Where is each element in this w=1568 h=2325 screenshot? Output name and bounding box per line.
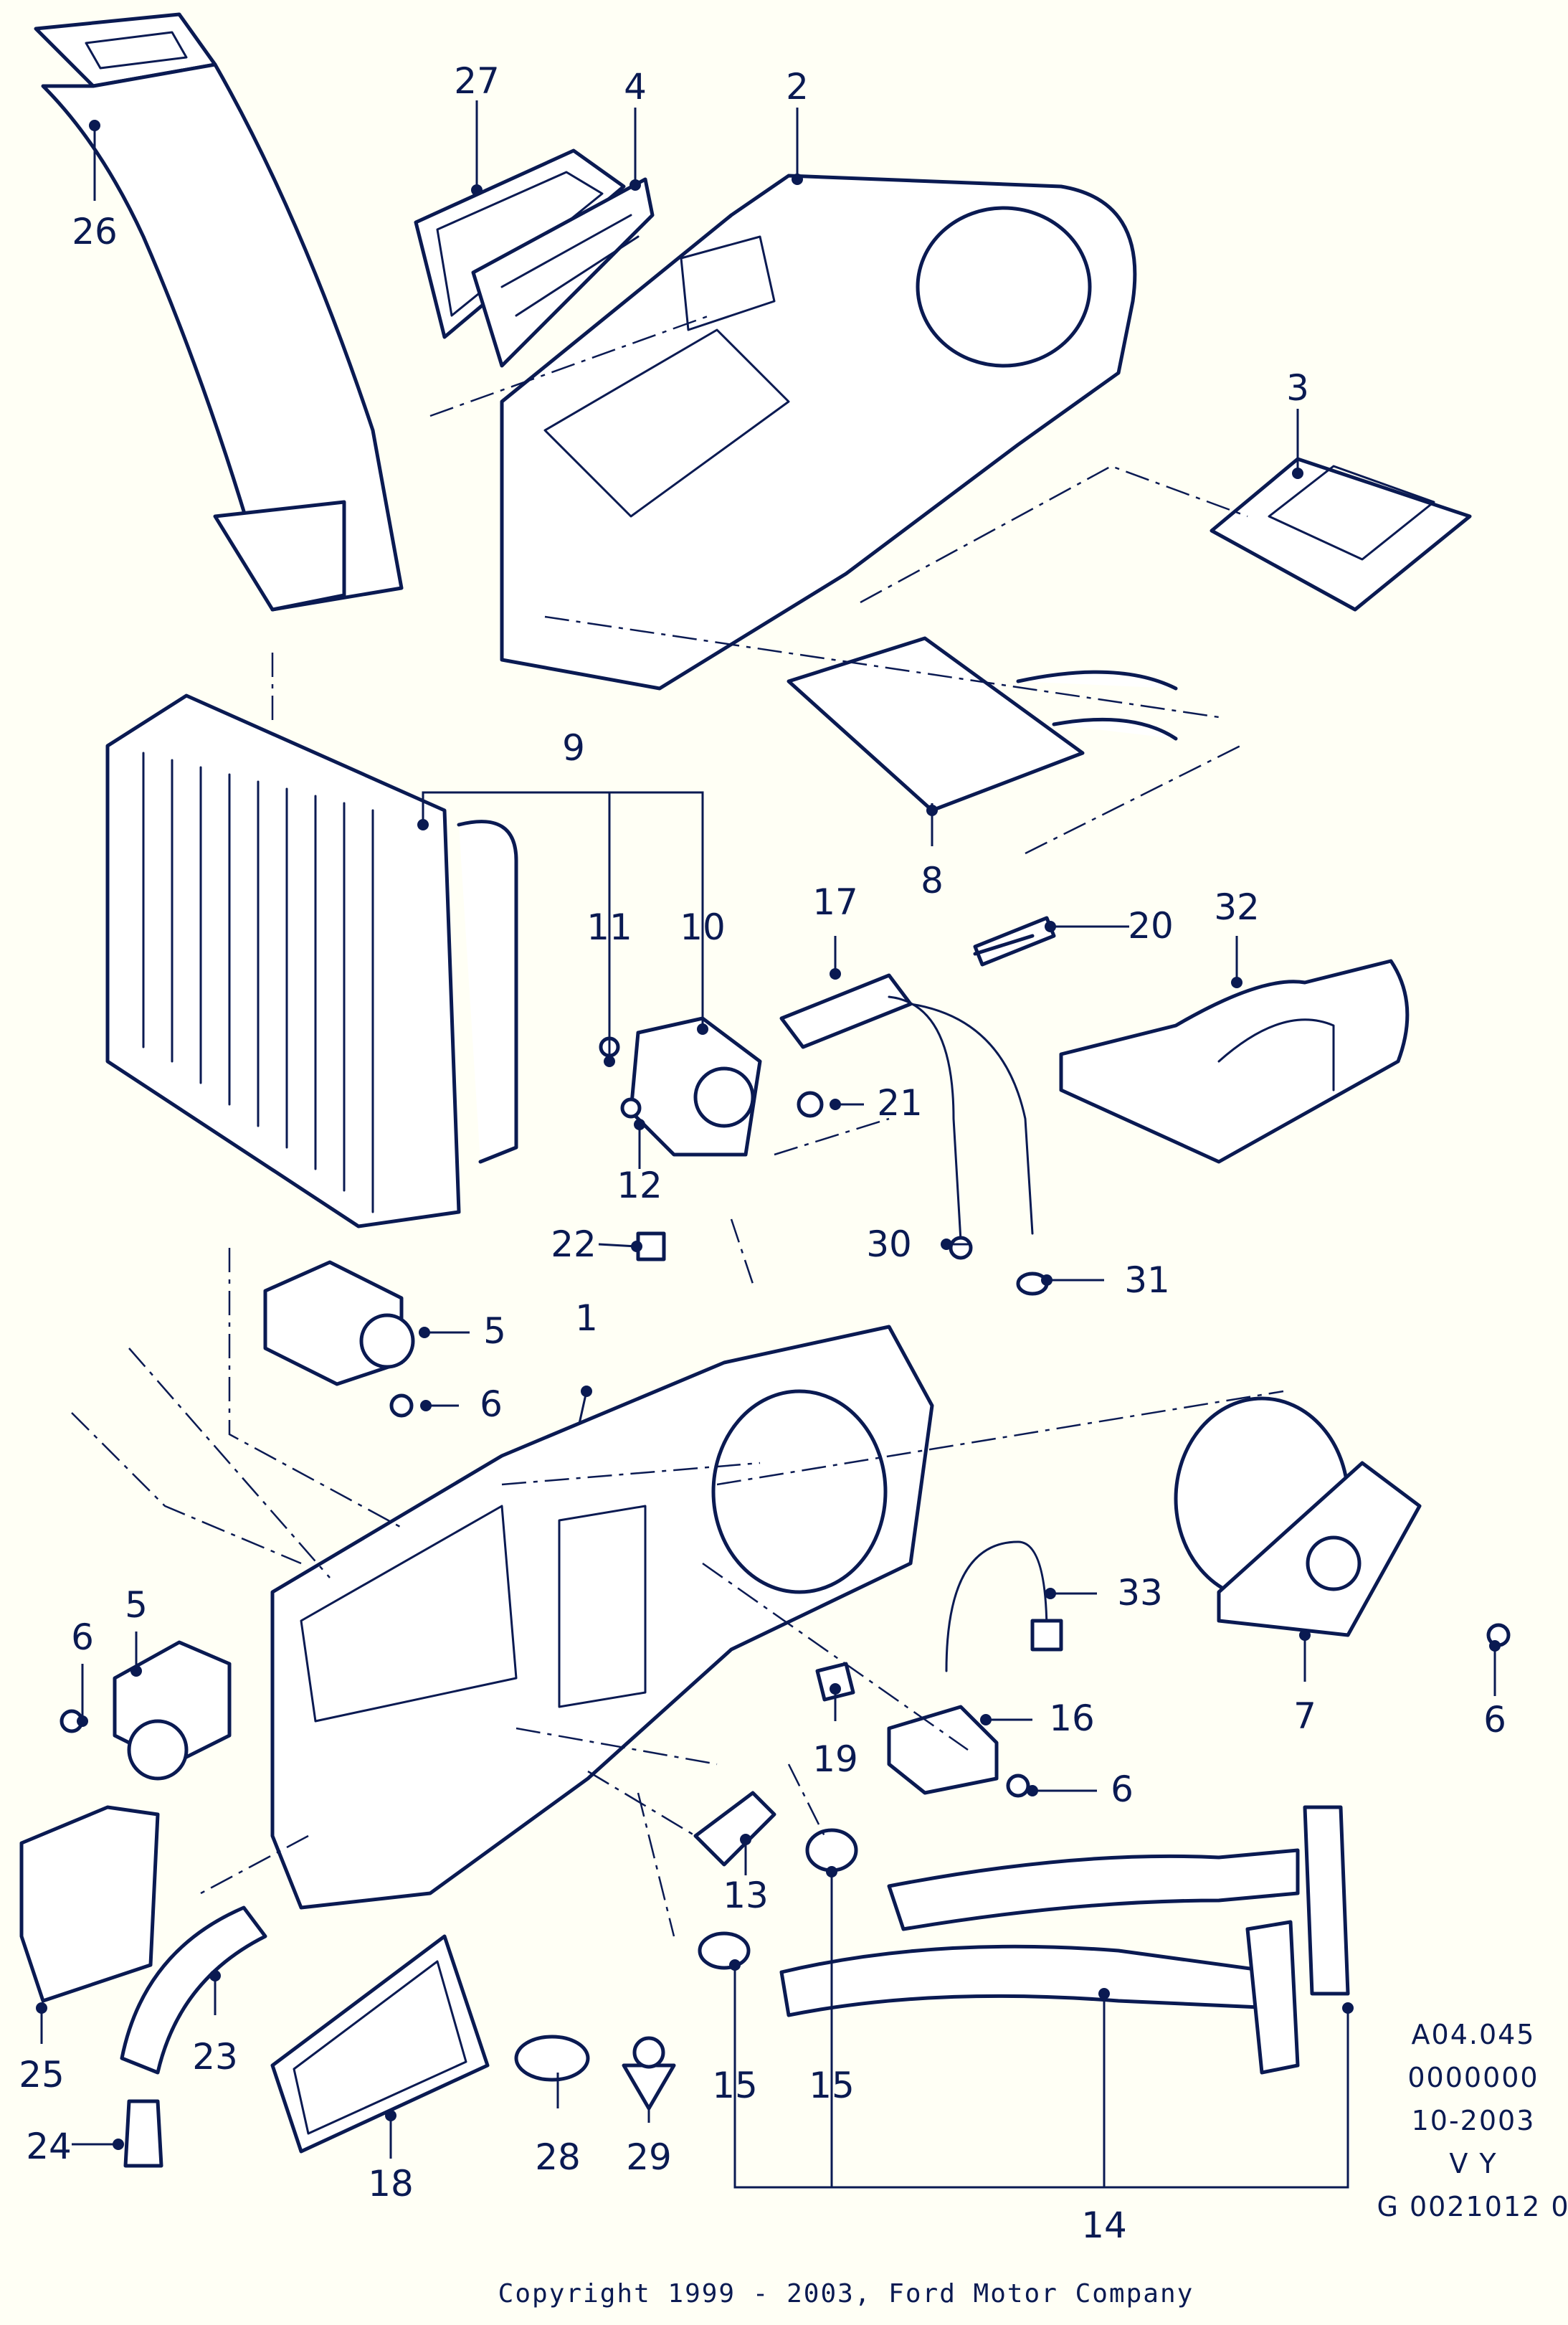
callout-25: 25 — [19, 2054, 65, 2096]
callout-7: 7 — [1293, 1695, 1316, 1737]
leader-lines — [36, 100, 1501, 2189]
callout-4: 4 — [624, 66, 647, 108]
callout-1: 1 — [575, 1297, 598, 1339]
part-27-filter-frame — [414, 148, 626, 339]
callout-14: 14 — [1081, 2205, 1127, 2246]
part-14-hoses — [779, 1805, 1350, 2075]
part-16-resistor — [887, 1705, 999, 1795]
part-17-pipe-assembly — [779, 916, 1056, 1242]
leader-14-15 — [733, 1965, 1349, 2189]
callout-19: 19 — [812, 1738, 858, 1780]
fasteners — [60, 934, 1511, 1798]
callout-13: 13 — [723, 1875, 769, 1916]
part-18-filter — [270, 1934, 490, 2154]
callout-27: 27 — [454, 60, 500, 102]
part-2-upper-housing — [500, 174, 1137, 691]
part-15-clamp-right — [805, 1828, 858, 1872]
callout-32: 32 — [1214, 886, 1260, 928]
callout-20: 20 — [1128, 905, 1174, 947]
callout-23: 23 — [192, 2036, 238, 2078]
leader-dot-1 — [581, 1386, 592, 1397]
meta-line-3: 10-2003 — [1412, 2105, 1536, 2136]
callout-24: 24 — [26, 2126, 72, 2167]
part-4-bracket — [471, 177, 655, 368]
part-24-drain-valve — [123, 2099, 163, 2168]
callout-9: 9 — [562, 727, 585, 769]
callout-17: 17 — [812, 881, 858, 923]
part-10-expansion-valve — [629, 1016, 762, 1157]
callout-30: 30 — [866, 1223, 912, 1265]
callout-11: 11 — [586, 906, 632, 948]
callout-10: 10 — [680, 906, 726, 948]
callout-5-lower: 5 — [125, 1584, 148, 1626]
part-29-clip — [622, 2036, 676, 2111]
callout-6-upper: 6 — [480, 1383, 503, 1425]
alignment-lines — [71, 314, 1284, 1937]
callout-18: 18 — [368, 2163, 414, 2205]
leader-9-10 — [422, 791, 704, 1029]
part-32-blower-cover — [1059, 959, 1410, 1164]
part-5-actuator-upper — [263, 1260, 415, 1386]
meta-line-1: A04.045 — [1412, 2019, 1536, 2050]
callout-31: 31 — [1124, 1259, 1170, 1301]
meta-line-2: 0000000 — [1407, 2062, 1539, 2093]
callout-15-right: 15 — [809, 2065, 855, 2106]
callout-2: 2 — [786, 66, 809, 108]
part-26-air-duct — [34, 12, 404, 612]
copyright: Copyright 1999 - 2003, Ford Motor Compan… — [498, 2279, 1194, 2309]
part-9-evaporator — [105, 693, 518, 1228]
part-3-heater-core — [1210, 457, 1472, 612]
drawing-meta: A04.045 0000000 10-2003 V Y G 0021012 0 — [1377, 2019, 1568, 2222]
callout-33: 33 — [1117, 1572, 1163, 1614]
part-33-wire-harness — [945, 1540, 1063, 1672]
part-28-grommet — [514, 2035, 590, 2082]
callout-29: 29 — [626, 2136, 672, 2178]
callout-21: 21 — [877, 1082, 923, 1124]
callout-26: 26 — [72, 211, 118, 252]
callout-16: 16 — [1049, 1697, 1095, 1739]
callout-12: 12 — [617, 1165, 662, 1206]
callout-6-left: 6 — [71, 1616, 94, 1658]
part-25-shield — [19, 1805, 160, 2003]
part-1-lower-housing — [270, 1325, 934, 1910]
part-13-bracket — [693, 1791, 776, 1867]
part-15-clamp-left — [698, 1931, 751, 1970]
callout-28: 28 — [535, 2136, 581, 2178]
callout-6-right: 6 — [1483, 1699, 1506, 1741]
callout-3: 3 — [1286, 367, 1309, 409]
callout-22: 22 — [551, 1223, 597, 1265]
callout-labels: 1 2 3 4 5 5 6 6 6 6 7 8 9 10 11 12 13 14… — [19, 60, 1506, 2246]
part-8-heater-core — [787, 636, 1178, 813]
leader-22 — [598, 1243, 637, 1248]
meta-line-5: G 0021012 0 — [1377, 2191, 1568, 2222]
callout-15-left: 15 — [712, 2065, 758, 2106]
callout-8: 8 — [921, 860, 944, 901]
part-5-actuator-lower — [113, 1640, 232, 1781]
part-23-drain-tube — [120, 1905, 267, 2075]
callout-6-mid: 6 — [1111, 1768, 1134, 1810]
part-7-blower-motor — [1174, 1396, 1422, 1637]
callout-5-upper: 5 — [483, 1310, 506, 1352]
meta-line-4: V Y — [1449, 2148, 1497, 2179]
